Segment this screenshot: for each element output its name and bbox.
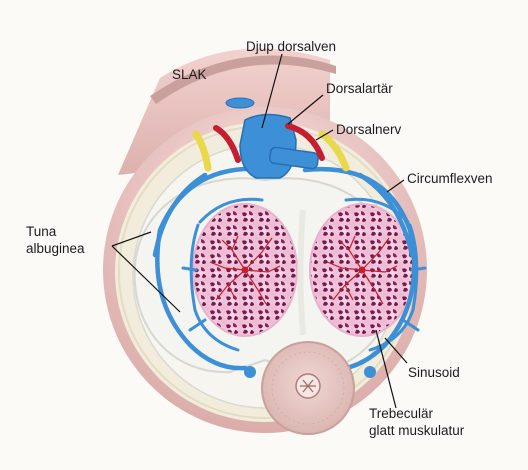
septum: [301, 210, 304, 335]
label-tuna-albuginea-line1: Tuna: [26, 223, 85, 240]
label-trabecular-line1: Trebeculär: [369, 405, 464, 422]
label-tuna-albuginea: Tuna albuginea: [26, 223, 85, 257]
label-djup-dorsalven: Djup dorsalven: [246, 38, 336, 55]
label-tuna-albuginea-line2: albuginea: [26, 240, 85, 257]
label-dorsalartar: Dorsalartär: [326, 80, 393, 97]
label-slak: SLAK: [172, 66, 207, 83]
label-dorsalnerv: Dorsalnerv: [336, 121, 401, 138]
label-sinusoid: Sinusoid: [408, 364, 460, 381]
label-trabecular-line2: glatt muskulatur: [369, 422, 464, 439]
label-circumflexven: Circumflexven: [407, 170, 493, 187]
label-trabecular-smooth-muscle: Trebeculär glatt muskulatur: [369, 405, 464, 439]
